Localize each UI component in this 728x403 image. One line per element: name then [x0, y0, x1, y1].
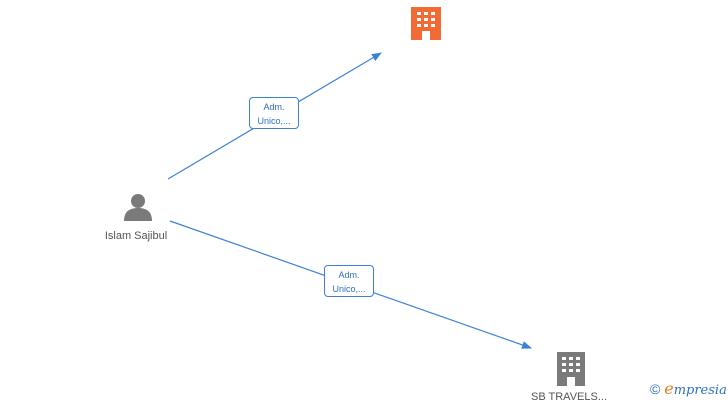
company-name-label[interactable]: SB TRAVELS... — [530, 391, 608, 403]
person-name-label[interactable]: Islam Sajibul — [104, 230, 168, 242]
building-icon[interactable] — [557, 352, 585, 386]
edge-label-role[interactable]: Adm. Unico,... — [324, 265, 374, 297]
empresia-watermark: © empresia — [650, 379, 727, 398]
edge-label-line2: Unico,... — [332, 284, 366, 294]
copyright-symbol: © — [650, 381, 661, 397]
edge-label-line1: Adm. — [263, 102, 285, 112]
building-icon[interactable] — [411, 7, 441, 40]
brand-initial: e — [664, 379, 674, 398]
edge-label-role[interactable]: Adm. Unico,... — [249, 97, 299, 129]
person-icon[interactable] — [124, 194, 152, 221]
edge-label-line1: Adm. — [338, 270, 360, 280]
edge-label-line2: Unico,... — [257, 116, 291, 126]
brand-name: mpresia — [673, 383, 727, 398]
